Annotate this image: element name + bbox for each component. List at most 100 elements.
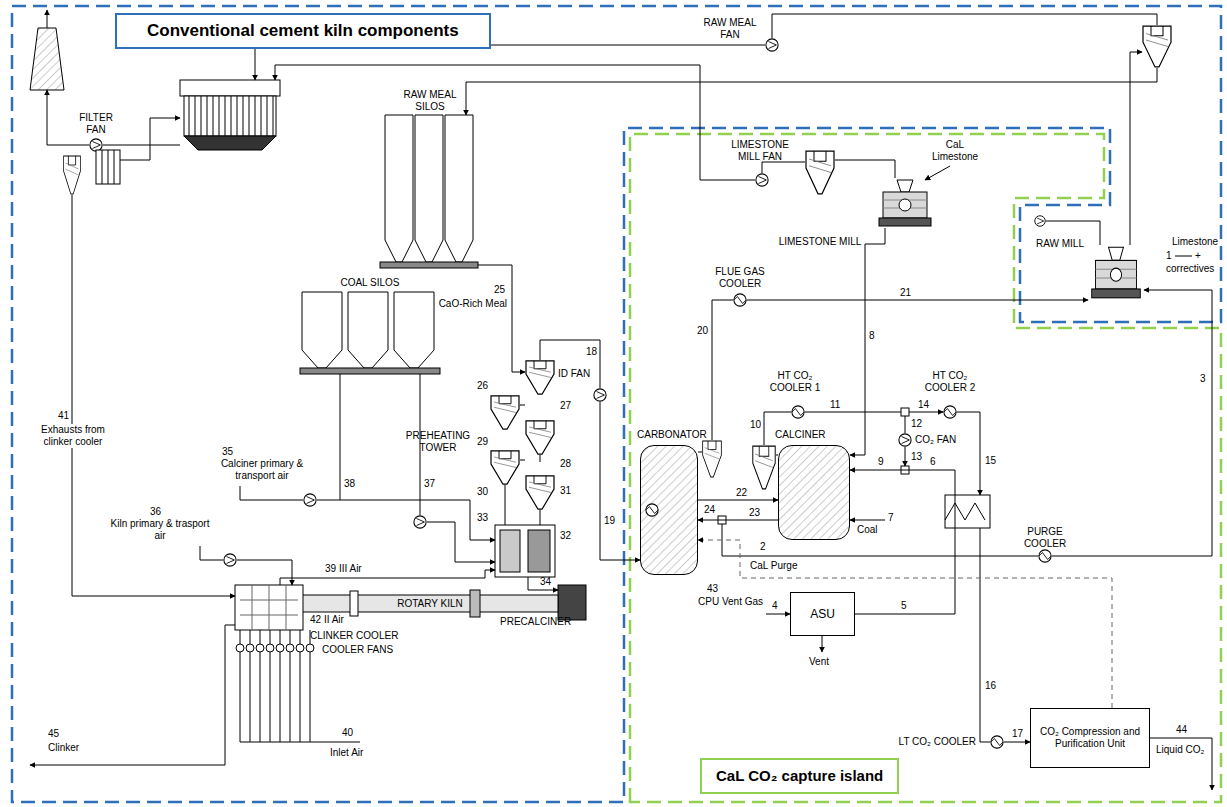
equipment	[1039, 550, 1051, 562]
equipment	[224, 554, 236, 566]
process-line	[772, 14, 1157, 38]
process-line	[120, 118, 180, 160]
equipment	[90, 139, 102, 151]
equipment	[240, 585, 298, 630]
process-line	[905, 447, 906, 466]
process-line	[1130, 52, 1142, 245]
process-line	[905, 416, 906, 433]
cooler-fan	[236, 630, 314, 742]
process-line	[255, 45, 765, 80]
stream-number: 44	[1176, 724, 1187, 736]
equipment	[640, 445, 698, 575]
equipment	[180, 80, 280, 96]
process-line	[1004, 742, 1030, 743]
cooler-fan	[286, 644, 294, 652]
equipment-label: LIMESTONE MILL	[779, 236, 862, 248]
equipment-label: CLINKER COOLER	[310, 630, 398, 642]
equipment	[302, 292, 342, 368]
equipment-label: RAW MILL	[1036, 238, 1084, 250]
equipment	[235, 585, 303, 630]
equipment	[380, 262, 478, 268]
equipment	[526, 476, 554, 509]
equipment	[734, 294, 746, 306]
process-box: CO₂ Compression and Purification Unit	[1030, 708, 1150, 768]
equipment	[991, 736, 1003, 748]
stream-number: 22	[735, 487, 748, 499]
process-line	[850, 228, 885, 455]
equipment-label: Coal	[857, 524, 878, 536]
process-line	[722, 524, 1038, 556]
stream-number: 43	[706, 583, 719, 595]
equipment	[300, 368, 440, 374]
box-label: ASU	[810, 608, 835, 620]
stream-number: 9	[878, 456, 884, 468]
stream-number: 45	[48, 728, 59, 740]
equipment	[528, 530, 550, 572]
equipment	[1035, 216, 1046, 227]
equipment	[350, 591, 358, 616]
stream-number: 29	[477, 436, 488, 448]
cooler-fan	[246, 644, 254, 652]
stream-number: 41	[58, 410, 69, 422]
process-line	[30, 625, 235, 765]
process-line	[712, 300, 733, 440]
equipment-label: HT CO₂ COOLER 1	[764, 370, 826, 394]
stream-number: 16	[985, 680, 996, 692]
stream-number: 36	[150, 506, 161, 518]
stream-number: 3	[1200, 373, 1206, 385]
process-line	[47, 10, 48, 28]
equipment	[792, 406, 804, 418]
stream-number: 40	[342, 727, 353, 739]
equipment	[102, 150, 114, 184]
stream-number: 18	[586, 346, 597, 358]
equipment-label: CaO-Rich Meal	[439, 298, 507, 310]
region-outline	[12, 6, 1221, 802]
process-line	[317, 500, 495, 540]
equipment-label: LIMESTONE MILL FAN	[729, 139, 791, 163]
stream-number: 21	[900, 287, 911, 299]
stream-number: 4	[772, 600, 778, 612]
stream-connector	[850, 470, 955, 614]
process-line	[103, 145, 180, 146]
equipment-label: CO₂ FAN	[915, 434, 956, 446]
reactor-vessel: CALCINER	[778, 445, 850, 540]
equipment-label: Clinker	[48, 742, 79, 754]
stream-number: 1	[1166, 250, 1172, 262]
equipment-label: FLUE GAS COOLER	[710, 266, 770, 290]
equipment	[415, 115, 443, 262]
stream-number: 34	[540, 576, 551, 588]
equipment-label: Kiln primary & trasport air	[110, 518, 210, 542]
equipment-label: +	[1195, 250, 1201, 262]
equipment	[348, 292, 388, 368]
equipment	[500, 530, 520, 572]
equipment	[558, 585, 586, 620]
equipment	[944, 406, 956, 418]
box-label: CO₂ Compression and Purification Unit	[1035, 726, 1145, 750]
cooler-fan	[266, 644, 274, 652]
equipment-label: COOLER FANS	[322, 644, 393, 656]
equipment	[879, 180, 931, 226]
equipment-label: CPU Vent Gas	[698, 596, 763, 608]
process-line	[600, 402, 640, 560]
process-line	[427, 522, 495, 562]
stream-number: 13	[911, 451, 922, 463]
equipment	[184, 136, 276, 150]
stream-connector	[698, 500, 778, 501]
equipment	[491, 396, 519, 429]
process-line	[909, 412, 943, 413]
equipment	[1143, 26, 1171, 67]
stream-number: 32	[560, 530, 571, 542]
equipment	[1092, 247, 1141, 298]
stream-number: 35	[222, 446, 233, 458]
vessel-label: CARBONATOR	[637, 429, 707, 441]
equipment	[64, 156, 81, 194]
equipment-label: COAL SILOS	[340, 277, 399, 289]
stream-number: 14	[918, 399, 929, 411]
equipment	[806, 151, 834, 194]
process-line	[340, 374, 341, 500]
vessel-label: CALCINER	[775, 429, 826, 441]
process-line	[505, 405, 540, 525]
equipment	[753, 446, 775, 489]
